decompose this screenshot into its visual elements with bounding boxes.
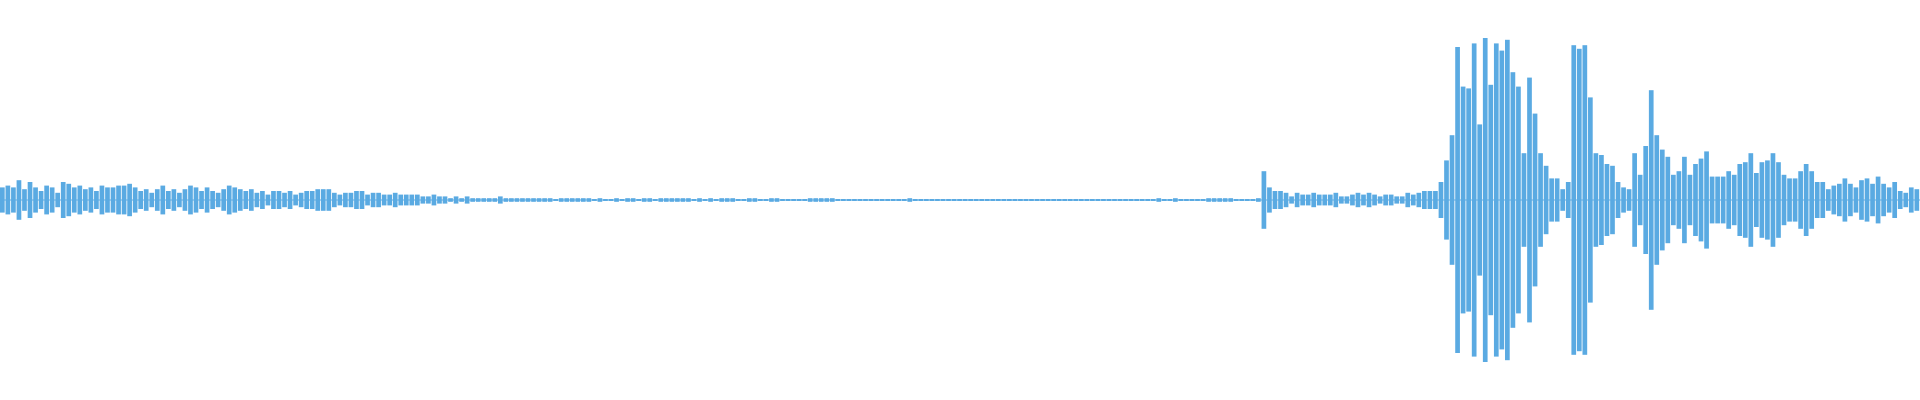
audio-waveform-panel[interactable] [0,0,1920,400]
audio-waveform[interactable] [0,0,1920,400]
